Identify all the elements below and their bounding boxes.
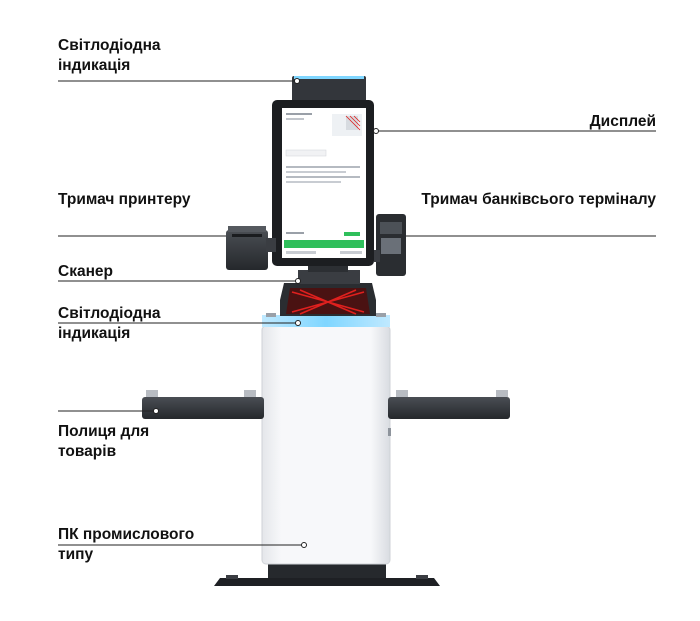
- label-display: Дисплей: [589, 113, 656, 130]
- shelf-right: [388, 390, 510, 419]
- display-panel: [272, 76, 374, 266]
- display-neck: [308, 262, 348, 272]
- label-pc: ПК промислового типу: [58, 526, 195, 563]
- label-led-top: Світлодіодна індикація: [58, 37, 161, 74]
- label-printer-holder: Тримач принтеру: [58, 191, 191, 208]
- kiosk-base: [214, 562, 440, 586]
- printer-holder: [226, 226, 276, 270]
- scanner: [280, 270, 376, 316]
- label-scanner: Сканер: [58, 263, 114, 280]
- label-shelf: Полиця для товарів: [58, 423, 150, 460]
- shelf-left: [142, 390, 264, 419]
- bank-terminal-holder: [374, 214, 406, 276]
- pc-body: [261, 313, 391, 565]
- label-led-middle: Світлодіодна індикація: [58, 305, 161, 342]
- leader-lines: [58, 80, 656, 546]
- label-terminal-holder: Тримач банківсього терміналу: [421, 191, 656, 208]
- leader-dots: [153, 78, 379, 548]
